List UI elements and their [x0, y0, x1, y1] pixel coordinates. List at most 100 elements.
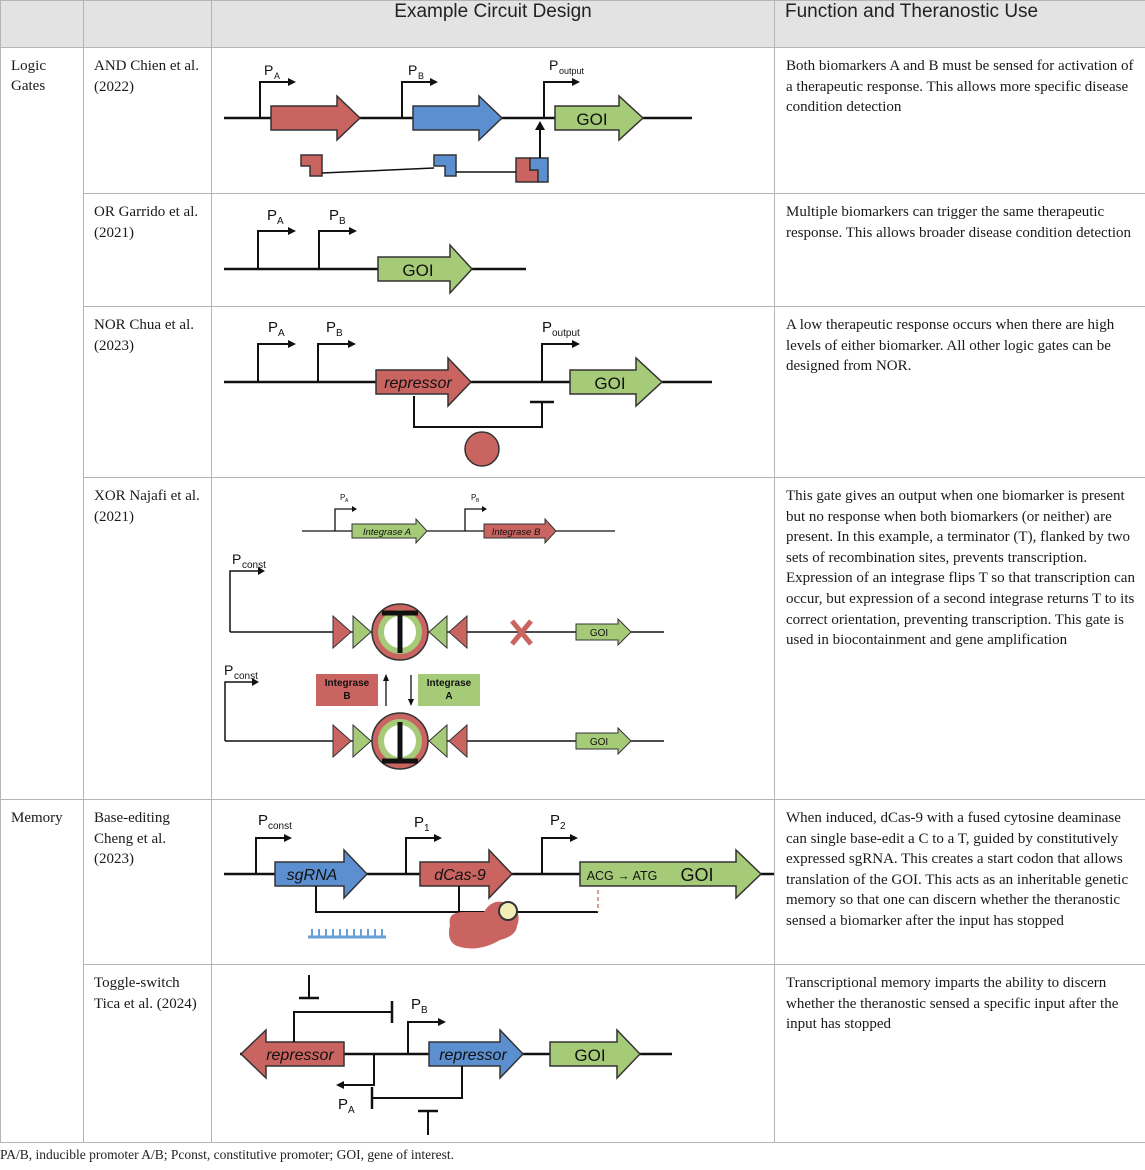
promoter-b-sub: B [336, 328, 343, 339]
header-row: Example Circuit Design Function and Ther… [0, 0, 1145, 48]
table-row: XOR Najafi et al. (2021) P A P [1, 477, 1145, 800]
header-name [83, 0, 212, 48]
category-memory: Memory [0, 799, 84, 1143]
table-row: Toggle-switch Tica et al. (2024) P B P A [1, 964, 1145, 1143]
recomb-site [352, 723, 372, 759]
toggle-switch-diagram: P B P A repressor repressor GOI [211, 964, 775, 1143]
promoter-b-label: P [326, 319, 336, 336]
category-logic-gates: Logic Gates [0, 47, 84, 800]
gene-goi [554, 94, 645, 142]
terminator-forward [371, 603, 429, 661]
gene-b [412, 94, 504, 142]
table-row: NOR Chua et al. (2023) P A P B [1, 306, 1145, 478]
integrase-a-box-label: Integrase [427, 678, 472, 689]
promoter-output-sub: output [552, 328, 580, 339]
goi-label: GOI [574, 1046, 605, 1065]
gene-integrase-b [483, 517, 557, 545]
recomb-site [332, 723, 352, 759]
promoter-const-label: P [258, 812, 268, 829]
promoter-a-sub: A [278, 328, 285, 339]
description-and: Both biomarkers A and B must be sensed f… [774, 47, 1145, 194]
dcas9-protein [448, 901, 519, 949]
promoter-a-label: P [267, 207, 277, 224]
promoter-output: P output [541, 319, 580, 382]
description-toggle-switch: Transcriptional memory imparts the abili… [774, 964, 1145, 1143]
goi-label: GOI [680, 865, 713, 885]
promoter-const-2: P const [224, 662, 259, 741]
promoter-const-1-sub: const [242, 560, 266, 571]
block-x-icon [510, 619, 533, 646]
description-xor: This gate gives an output when one bioma… [774, 477, 1145, 800]
promoter-2-sub: 2 [560, 821, 566, 832]
promoter-output: P output [543, 57, 585, 118]
promoter-a-sub: A [348, 1105, 355, 1116]
description-base-editing: When induced, dCas-9 with a fused cytosi… [774, 799, 1145, 965]
promoter-a-sub: A [345, 498, 349, 504]
protein-a [300, 154, 323, 177]
gate-name-nor: NOR Chua et al. (2023) [83, 306, 212, 478]
gene-repressor [375, 356, 473, 408]
base-editing-diagram: P const P 1 P 2 [211, 799, 775, 965]
protein-complex [515, 157, 549, 183]
circuit-table: Example Circuit Design Function and Ther… [0, 0, 1145, 1143]
terminator-reverse [371, 712, 429, 770]
promoter-const-2-sub: const [234, 671, 258, 682]
promoter-b-sub: B [339, 216, 346, 227]
gene-dcas9 [419, 848, 514, 900]
promoter-a-sub: A [274, 71, 280, 81]
promoter-const: P const [255, 812, 292, 874]
promoter-a: P A [334, 493, 357, 531]
table-row: Memory Base-editing Cheng et al. (2023) … [0, 799, 1145, 1143]
goi-label: GOI [576, 110, 607, 129]
promoter-const-1: P const [229, 551, 266, 632]
header-category [0, 0, 84, 48]
promoter-1: P 1 [405, 814, 442, 874]
gene-goi [575, 617, 632, 647]
promoter-output-sub: output [559, 66, 585, 76]
recomb-site [428, 723, 448, 759]
recomb-site [332, 614, 352, 650]
integrase-b-box-label: Integrase [325, 678, 370, 689]
recomb-site [428, 614, 448, 650]
promoter-output-label: P [542, 319, 552, 336]
integrase-b-label: Integrase B [492, 527, 541, 538]
recomb-site [448, 723, 468, 759]
integrase-a-label: Integrase A [363, 527, 411, 538]
xor-diagram: P A P B Integrase A Integrase B [211, 477, 775, 800]
repressor-right-label: repressor [439, 1047, 507, 1064]
gene-goi [377, 243, 474, 295]
header-function: Function and Theranostic Use [774, 0, 1145, 48]
and-diagram: P A P B P output [211, 47, 775, 194]
promoter-2: P 2 [541, 812, 578, 874]
sgrna-comb-icon [308, 929, 386, 939]
goi-label: GOI [594, 374, 625, 393]
promoter-const-2-label: P [224, 662, 233, 678]
promoter-const-sub: const [268, 821, 292, 832]
integrase-a-box-sub: A [445, 691, 452, 702]
goi-label-1: GOI [590, 628, 608, 639]
description-or: Multiple biomarkers can trigger the same… [774, 193, 1145, 307]
promoter-b: P B [401, 62, 438, 118]
promoter-a: P A [257, 207, 296, 269]
promoter-b: P B [318, 207, 357, 269]
promoter-b-sub: B [476, 498, 480, 504]
gene-goi [575, 726, 632, 756]
protein-b [433, 154, 457, 177]
gate-name-xor: XOR Najafi et al. (2021) [83, 477, 212, 800]
sgrna-label: sgRNA [287, 867, 338, 884]
promoter-a: P A [259, 62, 296, 118]
gene-repressor-right [428, 1028, 525, 1080]
gate-name-and: AND Chien et al. (2022) [83, 47, 212, 194]
recomb-site [352, 614, 372, 650]
gene-goi [549, 1028, 642, 1080]
gene-goi [569, 356, 664, 408]
integrase-a-box [418, 674, 480, 706]
promoter-b-label: P [471, 493, 476, 502]
promoter-a-label: P [268, 319, 278, 336]
gene-integrase-a [351, 517, 428, 545]
promoter-const-1-label: P [232, 551, 241, 567]
gate-name-toggle-switch: Toggle-switch Tica et al. (2024) [83, 964, 212, 1143]
recomb-site [448, 614, 468, 650]
promoter-a-label: P [340, 493, 345, 502]
promoter-1-label: P [414, 814, 424, 831]
